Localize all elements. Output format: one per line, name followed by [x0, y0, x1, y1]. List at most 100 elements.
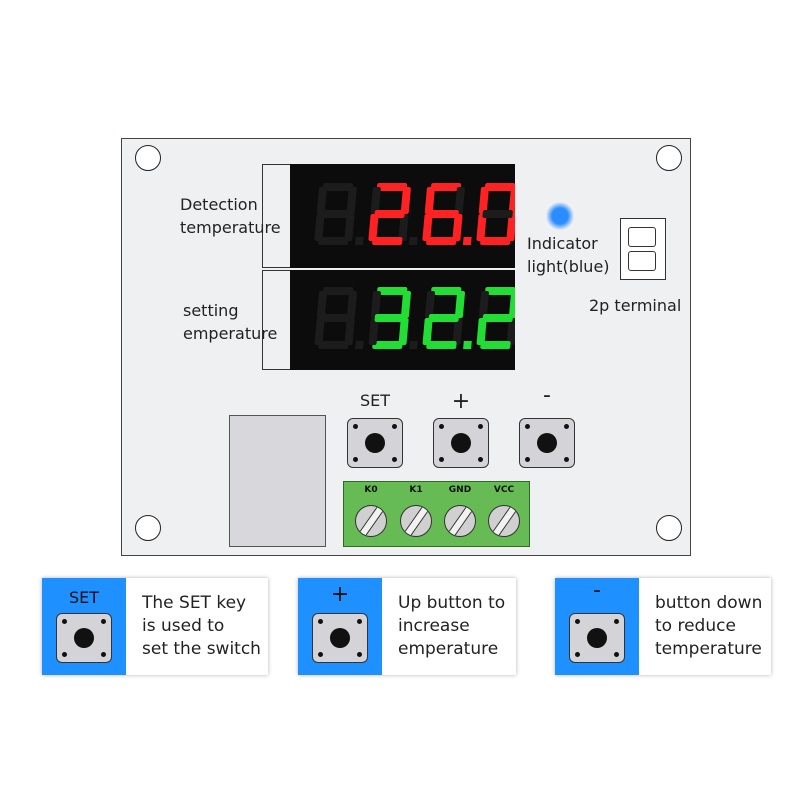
- segment-a: [484, 287, 515, 295]
- terminal-label-k1: K1: [409, 485, 423, 495]
- legend-card-set: SET The SET key is used to set the switc…: [42, 578, 268, 675]
- segment-b: [400, 187, 411, 214]
- segment-c: [344, 214, 355, 241]
- segment-b: [346, 291, 357, 318]
- legend-minus-key-label: -: [593, 578, 601, 603]
- segment-e: [368, 318, 379, 345]
- segment-b: [454, 291, 465, 318]
- decimal-point: [355, 341, 364, 349]
- terminal-pin-bottom: [628, 251, 656, 271]
- detection-digits: [314, 183, 515, 245]
- plus-button-label: +: [451, 389, 471, 414]
- decimal-point: [409, 341, 418, 349]
- relay: [229, 415, 326, 547]
- terminal-label-vcc: VCC: [493, 485, 515, 495]
- terminal-label-gnd: GND: [448, 485, 472, 495]
- seven-segment-digit: [368, 183, 418, 245]
- detection-bracket: [262, 164, 290, 268]
- button-knob-icon: [330, 628, 350, 648]
- segment-e: [314, 318, 325, 345]
- segment-a: [430, 183, 462, 191]
- segment-f: [316, 187, 327, 214]
- segment-c: [398, 318, 409, 345]
- segment-f: [370, 187, 381, 214]
- segment-a: [376, 183, 408, 191]
- segment-g: [374, 314, 405, 322]
- segment-c: [344, 318, 355, 345]
- legend-minus-description: button down to reduce temperature: [655, 593, 763, 659]
- segment-a: [376, 287, 408, 295]
- seven-segment-digit: [368, 287, 418, 349]
- segment-f: [424, 187, 435, 214]
- detection-temperature-label: Detection temperature: [180, 195, 281, 237]
- decimal-point: [462, 237, 472, 245]
- mounting-hole-top-right: [656, 145, 682, 171]
- segment-e: [422, 318, 433, 345]
- screw-icon: [444, 505, 476, 537]
- segment-b: [346, 187, 357, 214]
- segment-e: [422, 214, 433, 241]
- setting-bracket: [262, 270, 290, 370]
- decimal-point: [354, 237, 364, 245]
- segment-b: [508, 187, 515, 214]
- button-knob-icon: [74, 628, 94, 648]
- minus-button-label: -: [543, 383, 551, 408]
- segment-a: [430, 287, 462, 295]
- decimal-point: [408, 237, 418, 245]
- segment-d: [426, 237, 457, 245]
- segment-d: [372, 341, 403, 349]
- segment-f: [370, 291, 381, 318]
- legend-set-key-label: SET: [68, 588, 100, 607]
- segment-g: [482, 210, 513, 218]
- segment-d: [426, 341, 457, 349]
- screw-icon: [488, 505, 520, 537]
- segment-b: [454, 187, 465, 214]
- setting-temperature-display: [290, 270, 515, 370]
- button-knob-icon: [451, 433, 471, 453]
- seven-segment-digit: [422, 287, 472, 349]
- setting-digits: [314, 287, 515, 349]
- decimal-point: [463, 341, 472, 349]
- two-pin-terminal: [620, 218, 666, 280]
- segment-g: [320, 210, 351, 218]
- segment-f: [316, 291, 327, 318]
- mounting-hole-bottom-right: [656, 515, 682, 541]
- plus-button[interactable]: [433, 418, 489, 468]
- button-knob-icon: [537, 433, 557, 453]
- segment-e: [314, 214, 325, 241]
- seven-segment-digit: [476, 183, 515, 245]
- legend-minus-button: [569, 613, 625, 663]
- segment-c: [506, 214, 515, 241]
- segment-g: [374, 210, 405, 218]
- segment-a: [322, 183, 354, 191]
- seven-segment-digit: [314, 183, 364, 245]
- seven-segment-digit: [314, 287, 364, 349]
- minus-button[interactable]: [519, 418, 575, 468]
- legend-set-description: The SET key is used to set the switch: [142, 593, 261, 659]
- legend-plus-key-label: +: [330, 582, 350, 607]
- legend-plus-description: Up button to increase emperature: [398, 593, 506, 659]
- segment-d: [318, 237, 349, 245]
- segment-c: [506, 318, 515, 345]
- seven-segment-digit: [422, 183, 472, 245]
- indicator-light-icon: [546, 202, 574, 230]
- seven-segment-digit: [476, 287, 515, 349]
- segment-f: [478, 291, 489, 318]
- segment-f: [478, 187, 489, 214]
- screw-icon: [355, 505, 387, 537]
- segment-g: [320, 314, 351, 322]
- setting-temperature-label: setting emperature: [183, 301, 278, 343]
- segment-g: [482, 314, 513, 322]
- indicator-label: Indicator light(blue): [527, 234, 610, 276]
- set-button[interactable]: [347, 418, 403, 468]
- segment-d: [480, 341, 511, 349]
- screw-icon: [400, 505, 432, 537]
- legend-set-button: [56, 613, 112, 663]
- button-knob-icon: [587, 628, 607, 648]
- set-button-label: SET: [359, 391, 391, 410]
- segment-b: [508, 291, 515, 318]
- legend-plus-button: [312, 613, 368, 663]
- segment-d: [480, 237, 511, 245]
- detection-temperature-display: [290, 164, 515, 268]
- two-pin-terminal-label: 2p terminal: [589, 296, 682, 315]
